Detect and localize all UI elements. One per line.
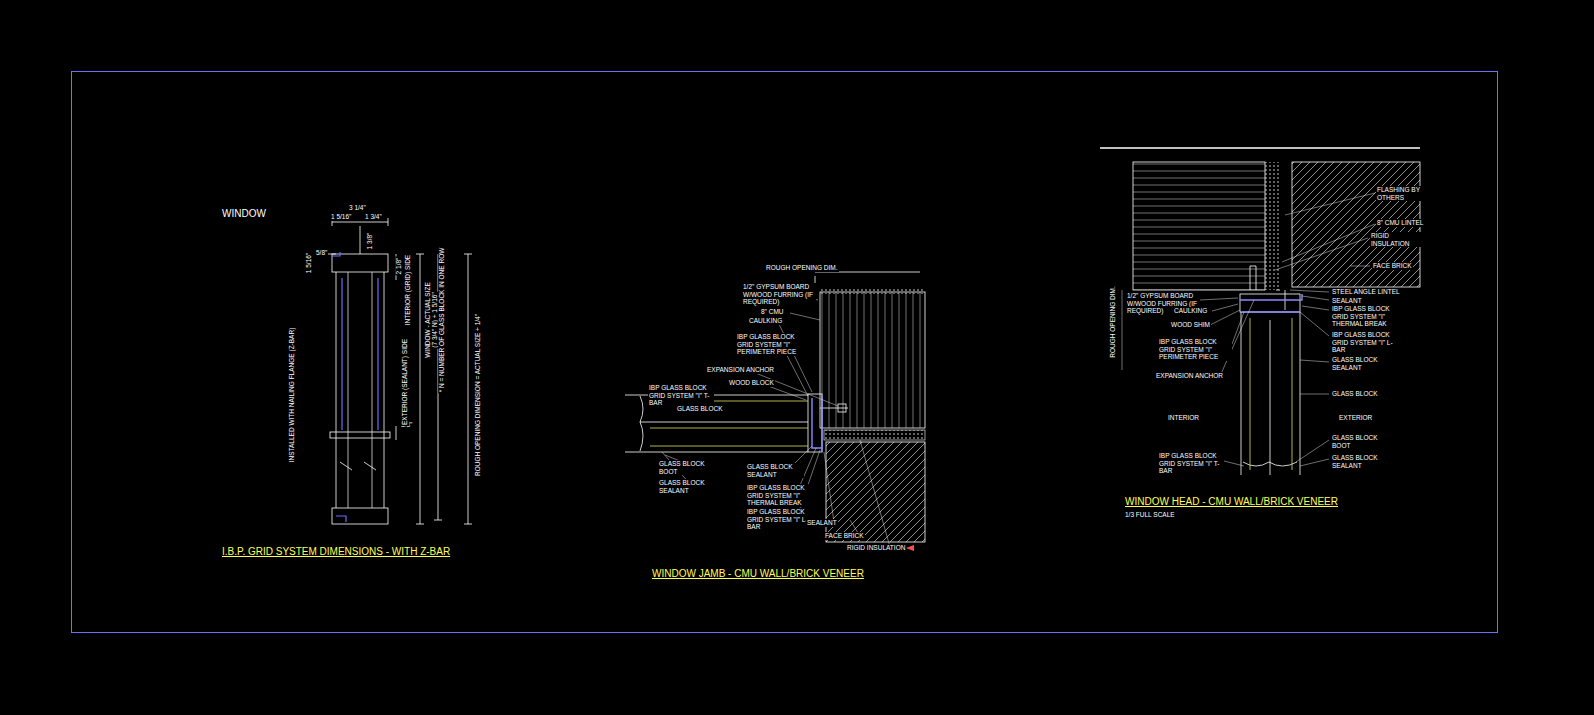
- callout-label: GLASS BLOCK SEALANT: [746, 463, 804, 478]
- callout-label: EXTERIOR: [1338, 414, 1373, 422]
- callout-label: RIGID INSULATION: [846, 544, 906, 552]
- callout-label: IBP GLASS BLOCK GRID SYSTEM "I" T-BAR: [1158, 452, 1224, 475]
- callout-label: GLASS BLOCK SEALANT: [1331, 454, 1389, 469]
- detail-caption: I.B.P. GRID SYSTEM DIMENSIONS - WITH Z-B…: [221, 546, 451, 558]
- callout-label: STEEL ANGLE LINTEL: [1331, 288, 1401, 296]
- callout-label: IBP GLASS BLOCK GRID SYSTEM "I" THERMAL …: [746, 484, 820, 507]
- callout-label: EXPANSION ANCHOR: [1155, 372, 1224, 380]
- callout-label: IBP GLASS BLOCK GRID SYSTEM "I" PERIMETE…: [1158, 338, 1232, 361]
- callout-label: CAULKING: [1173, 307, 1208, 315]
- callout-label: 1 3/4": [364, 213, 383, 221]
- dimension-note: ROUGH OPENING DIMENSION = ACTUAL SIZE + …: [474, 313, 482, 477]
- callout-label: 8" CMU: [760, 308, 785, 316]
- dimension-note: INTERIOR (GRID) SIDE: [404, 254, 412, 326]
- callout-label: IBP GLASS BLOCK GRID SYSTEM "I" T-BAR: [648, 384, 714, 407]
- callout-label: 1/2" GYPSUM BOARD W/WOOD FURRING (IF REQ…: [742, 283, 816, 306]
- dimension-note: 2 1/8": [395, 257, 403, 276]
- dimension-note: 1 3/8": [366, 232, 374, 251]
- dimension-note: EXTERIOR (SEALANT) SIDE: [401, 338, 409, 426]
- callout-label: INTERIOR: [1167, 414, 1200, 422]
- callout-label: RIGID INSULATION: [1370, 232, 1424, 247]
- callout-label: SEALANT: [1331, 297, 1363, 305]
- callout-label: 1/3 FULL SCALE: [1124, 511, 1176, 519]
- callout-label: ROUGH OPENING DIM.: [765, 264, 839, 272]
- callout-label: GLASS BLOCK: [676, 405, 724, 413]
- dimension-note: 1 5/16": [305, 252, 313, 274]
- callout-label: 5/8": [315, 249, 328, 257]
- detail-caption: WINDOW HEAD - CMU WALL/BRICK VENEER: [1124, 496, 1339, 508]
- callout-label: FACE BRICK: [824, 532, 865, 540]
- callout-label: SEALANT: [806, 519, 838, 527]
- callout-label: FACE BRICK: [1372, 262, 1413, 270]
- callout-label: IBP GLASS BLOCK GRID SYSTEM "I" L-BAR: [1331, 331, 1405, 354]
- callout-label: WOOD BLOCK: [728, 379, 775, 387]
- dimension-note: INSTALLED WITH NAILING FLANGE (Z-BAR): [288, 327, 296, 464]
- detail-caption: WINDOW JAMB - CMU WALL/BRICK VENEER: [651, 568, 865, 580]
- callout-label: GLASS BLOCK SEALANT: [1331, 356, 1389, 371]
- callout-label: GLASS BLOCK SEALANT: [658, 479, 716, 494]
- callout-label: EXPANSION ANCHOR: [706, 366, 775, 374]
- callout-label: GLASS BLOCK BOOT: [658, 460, 716, 475]
- callout-label: FLASHING BY OTHERS: [1376, 186, 1430, 201]
- callout-label: 3 1/4": [348, 204, 367, 212]
- callout-label: IBP GLASS BLOCK GRID SYSTEM "I" PERIMETE…: [736, 333, 810, 356]
- dimension-note: ROUGH OPENING DIM.: [1109, 285, 1117, 359]
- drawing-label: WINDOW: [221, 208, 267, 220]
- callout-label: WOOD SHIM: [1170, 321, 1211, 329]
- callout-label: 8" CMU LINTEL: [1376, 219, 1424, 227]
- callout-label: GLASS BLOCK: [1331, 390, 1379, 398]
- callout-label: CAULKING: [748, 317, 783, 325]
- dimension-note: * N = NUMBER OF GLASS BLOCK IN ONE ROW: [438, 247, 446, 394]
- callout-label: IBP GLASS BLOCK GRID SYSTEM "I" THERMAL …: [1331, 305, 1405, 328]
- callout-label: 1 5/16": [330, 213, 352, 221]
- callout-label: GLASS BLOCK BOOT: [1331, 434, 1389, 449]
